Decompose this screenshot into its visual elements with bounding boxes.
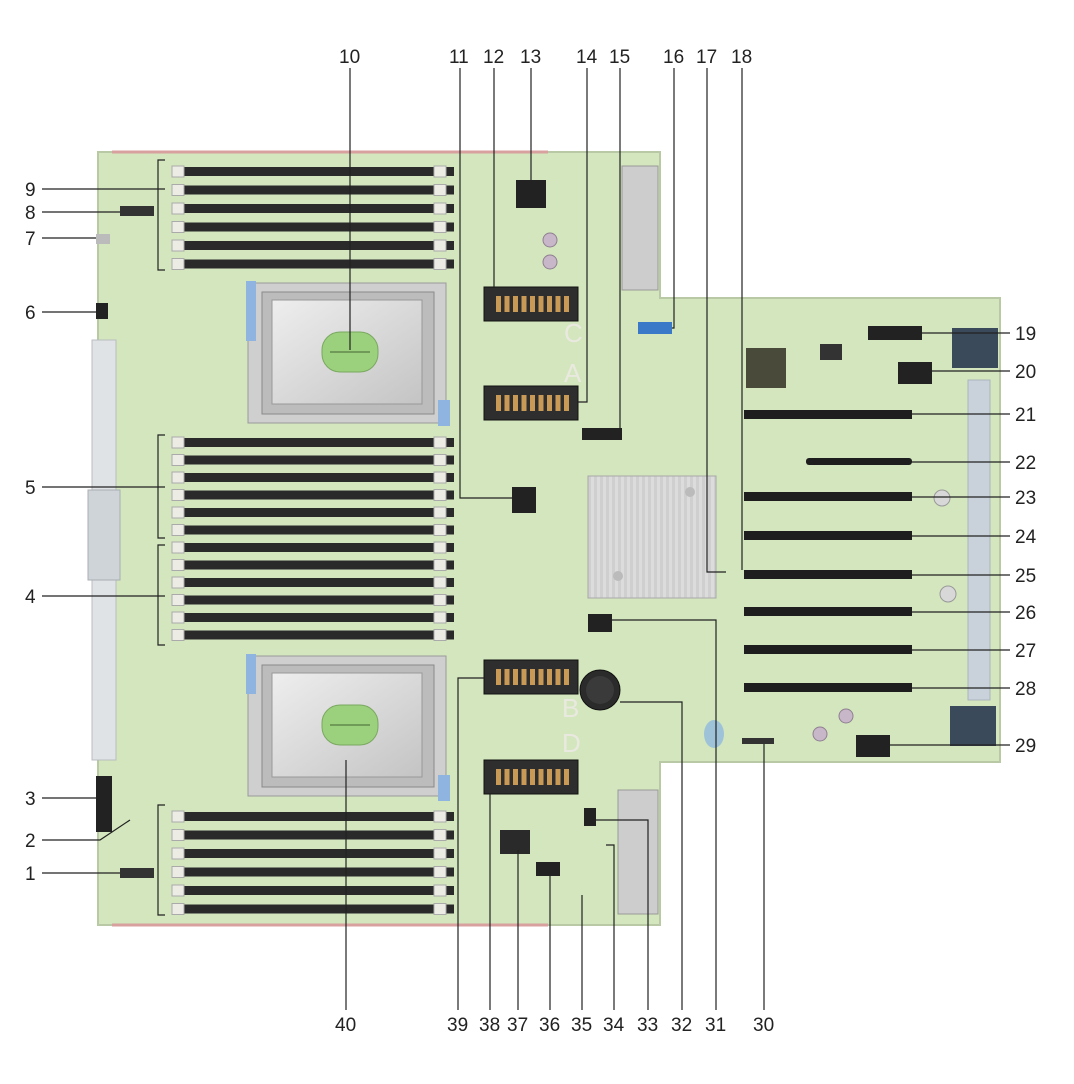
callout-12: 12	[483, 47, 504, 68]
dimm-slot	[172, 867, 454, 877]
silkscreen-a: A	[564, 358, 582, 388]
dimm-slot	[172, 525, 454, 535]
pcie-slot	[744, 607, 912, 616]
callout-28: 28	[1015, 679, 1036, 700]
dimm-slot	[172, 595, 454, 605]
callout-20: 20	[1015, 362, 1036, 383]
callout-36: 36	[539, 1015, 560, 1036]
silkscreen-c: C	[564, 318, 583, 348]
dimm-slot	[172, 204, 454, 213]
dimm-bank-bottom	[171, 810, 454, 915]
dimm-slot	[172, 560, 454, 570]
dimm-slot	[172, 630, 454, 640]
callout-35: 35	[571, 1015, 592, 1036]
dimm-slot	[172, 904, 454, 914]
board-components	[96, 165, 998, 915]
callout-labels: 1 2 3 4 5 6 7 8 9 10 11 12 13 14 15 16 1…	[25, 47, 1037, 1036]
pcie-slot	[744, 492, 912, 501]
callout-3: 3	[25, 789, 36, 810]
callout-37: 37	[507, 1015, 528, 1036]
dimm-slot	[172, 886, 454, 895]
callout-8: 8	[25, 203, 36, 224]
processor-socket-1	[246, 281, 450, 426]
silkscreen-d: D	[562, 728, 581, 758]
dimm-slot	[172, 185, 454, 195]
dimm-bank-middle	[171, 436, 454, 641]
callout-15: 15	[609, 47, 630, 68]
callout-13: 13	[520, 47, 541, 68]
callout-24: 24	[1015, 527, 1037, 548]
callout-31: 31	[705, 1015, 726, 1036]
callout-14: 14	[576, 47, 598, 68]
callout-5: 5	[25, 478, 36, 499]
callout-32: 32	[671, 1015, 692, 1036]
pcie-slots	[744, 410, 912, 692]
dimm-slot	[172, 849, 454, 858]
dimm-slot	[172, 508, 454, 517]
callout-6: 6	[25, 303, 36, 324]
callout-39: 39	[447, 1015, 468, 1036]
pcie-slot	[744, 645, 912, 654]
dimm-slot	[172, 830, 454, 840]
dimm-slot	[172, 241, 454, 250]
pcie-slot	[744, 410, 912, 419]
dimm-slot	[172, 490, 454, 500]
callout-26: 26	[1015, 603, 1036, 624]
dimm-slot	[172, 613, 454, 622]
callout-34: 34	[603, 1015, 625, 1036]
callout-2: 2	[25, 831, 36, 852]
silkscreen-b: B	[562, 693, 579, 723]
dimm-slot	[172, 578, 454, 587]
dimm-slot	[172, 222, 454, 232]
dimm-slot	[172, 167, 454, 176]
pch-heatsink	[587, 475, 717, 599]
callout-23: 23	[1015, 488, 1036, 509]
callout-4: 4	[25, 587, 36, 608]
callout-22: 22	[1015, 453, 1036, 474]
callout-27: 27	[1015, 641, 1036, 662]
dimm-slot	[172, 438, 454, 447]
callout-40: 40	[335, 1015, 356, 1036]
callout-9: 9	[25, 180, 36, 201]
dimm-slot	[172, 812, 454, 821]
callout-1: 1	[25, 864, 36, 885]
callout-17: 17	[696, 47, 717, 68]
pcie-slot	[744, 570, 912, 579]
callout-29: 29	[1015, 736, 1036, 757]
leader-lines	[42, 68, 1010, 1010]
callout-7: 7	[25, 229, 36, 250]
callout-10: 10	[339, 47, 360, 68]
dimm-slot	[172, 473, 454, 482]
callout-30: 30	[753, 1015, 774, 1036]
callout-25: 25	[1015, 566, 1036, 587]
board-silkscreen: A C B D	[562, 318, 583, 758]
callout-21: 21	[1015, 405, 1036, 426]
callout-19: 19	[1015, 324, 1036, 345]
callout-11: 11	[449, 47, 469, 68]
callout-18: 18	[731, 47, 752, 68]
dimm-slot	[172, 259, 454, 269]
pcie-slot-short	[806, 458, 912, 465]
processor-socket-2	[246, 654, 450, 801]
dimm-slot	[172, 455, 454, 465]
callout-16: 16	[663, 47, 684, 68]
callout-38: 38	[479, 1015, 500, 1036]
dimm-slot	[172, 543, 454, 552]
pcie-slot	[744, 683, 912, 692]
pcie-slot	[744, 531, 912, 540]
callout-33: 33	[637, 1015, 658, 1036]
dimm-bank-top	[171, 165, 454, 270]
